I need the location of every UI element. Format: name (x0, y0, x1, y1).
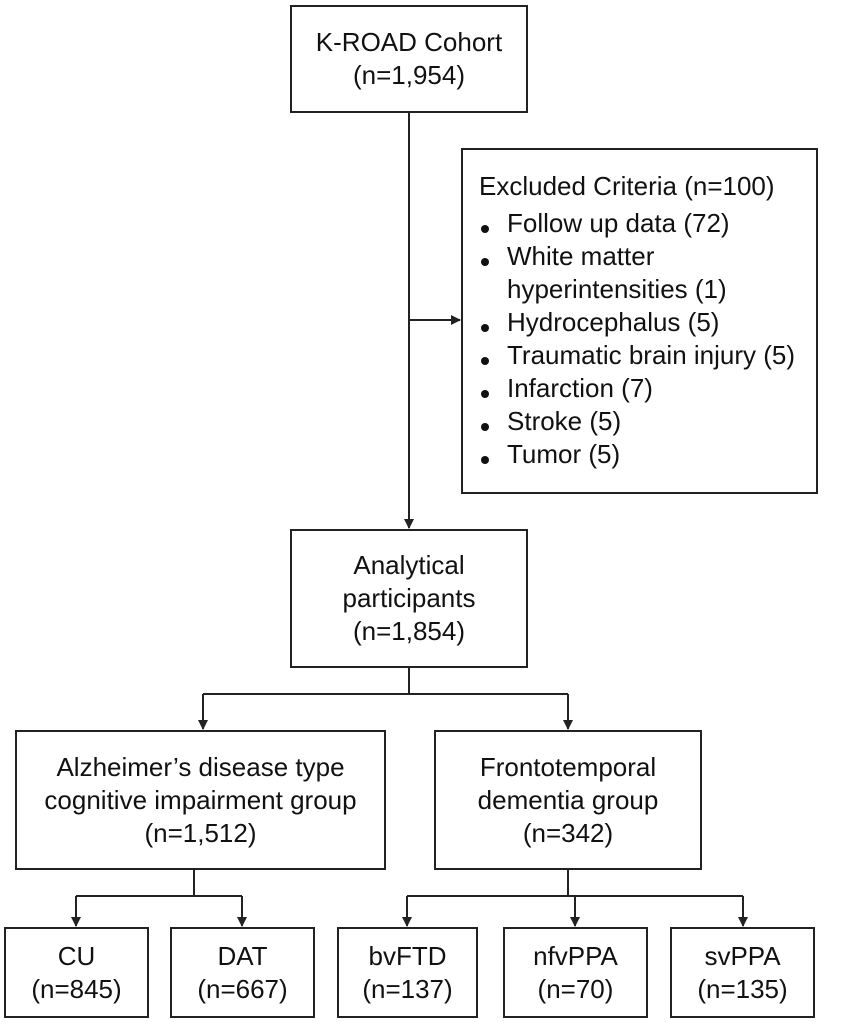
ftd-group-line2: dementia group (477, 784, 659, 815)
cu-count: (n=845) (31, 973, 122, 1004)
cohort-box: K-ROAD Cohort (n=1,954) (290, 5, 528, 113)
ad-group-line2: cognitive impairment group (44, 784, 357, 815)
excluded-criteria-box: Excluded Criteria (n=100) Follow up data… (461, 148, 818, 494)
svppa-box: svPPA (n=135) (670, 927, 815, 1018)
svppa-label: svPPA (704, 940, 781, 971)
cu-label: CU (57, 940, 96, 971)
nfvppa-label: nfvPPA (533, 940, 618, 971)
dat-label: DAT (217, 940, 268, 971)
excluded-item: Hydrocephalus (5) (479, 306, 795, 339)
cu-box: CU (n=845) (4, 927, 149, 1018)
cohort-count: (n=1,954) (352, 60, 466, 90)
ad-group-count: (n=1,512) (144, 817, 257, 848)
analytical-line2: participants (342, 583, 476, 613)
ftd-group-count: (n=342) (522, 817, 614, 848)
excluded-item: Tumor (5) (479, 438, 795, 471)
bvftd-label: bvFTD (368, 940, 447, 971)
excluded-title: Excluded Criteria (n=100) (479, 171, 775, 201)
analytical-count: (n=1,854) (352, 616, 466, 646)
bvftd-count: (n=137) (362, 973, 453, 1004)
ad-group-box: Alzheimer’s disease type cognitive impai… (15, 730, 386, 870)
ftd-group-line1: Frontotemporal (479, 751, 657, 782)
nfvppa-count: (n=70) (537, 973, 614, 1004)
analytical-box: Analytical participants (n=1,854) (290, 529, 528, 668)
dat-count: (n=667) (197, 973, 288, 1004)
excluded-item: Infarction (7) (479, 372, 795, 405)
excluded-item: Follow up data (72) (479, 207, 795, 240)
nfvppa-box: nfvPPA (n=70) (503, 927, 648, 1018)
ftd-group-box: Frontotemporal dementia group (n=342) (434, 730, 702, 870)
analytical-line1: Analytical (353, 550, 465, 580)
cohort-title: K-ROAD Cohort (315, 27, 503, 57)
ad-group-line1: Alzheimer’s disease type (56, 751, 345, 782)
dat-box: DAT (n=667) (170, 927, 315, 1018)
excluded-item: Traumatic brain injury (5) (479, 339, 795, 372)
svppa-count: (n=135) (697, 973, 788, 1004)
bvftd-box: bvFTD (n=137) (337, 927, 478, 1018)
excluded-item: Stroke (5) (479, 405, 795, 438)
